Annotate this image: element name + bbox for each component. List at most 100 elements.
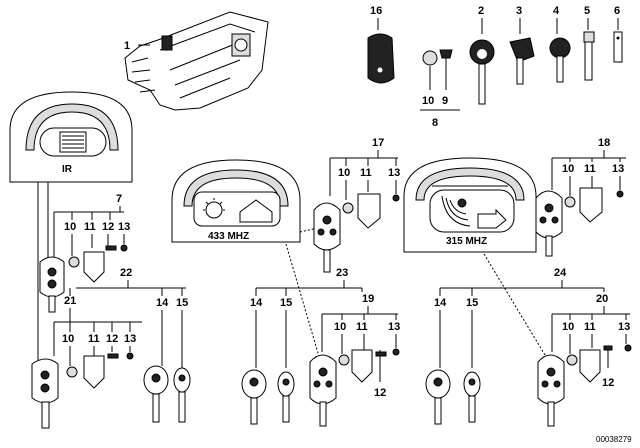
callout-15a: 15 xyxy=(176,297,188,309)
callout-21-11: 11 xyxy=(88,333,100,345)
arrow-icon xyxy=(477,208,507,229)
callout-18-10: 10 xyxy=(562,163,574,175)
cylinder-part-2 xyxy=(66,366,78,378)
mhz433-label: 433 MHZ xyxy=(208,231,249,242)
callout-10-top: 10 xyxy=(422,95,434,107)
key-fob-315-b xyxy=(537,354,565,427)
callout-19: 19 xyxy=(362,293,374,305)
lock-housing-part xyxy=(124,11,269,111)
callout-19-13: 13 xyxy=(388,321,400,333)
battery-holder-part-5 xyxy=(579,187,603,223)
cylinder-part-3 xyxy=(342,202,354,214)
callout-4: 4 xyxy=(553,5,560,17)
callout-14a: 14 xyxy=(156,297,169,309)
remote-433-panel: 433 MHZ xyxy=(171,159,301,243)
callout-21-10: 10 xyxy=(62,333,74,345)
callout-23: 23 xyxy=(336,267,348,279)
screw-part-5 xyxy=(616,190,624,198)
callout-12c: 12 xyxy=(602,377,614,389)
battery-holder-part-3 xyxy=(357,193,381,229)
screw-part-6 xyxy=(624,344,632,352)
callout-7-10: 10 xyxy=(64,221,76,233)
callout-7: 7 xyxy=(116,193,122,205)
callout-20-11: 11 xyxy=(584,321,596,333)
callout-21-13: 13 xyxy=(124,333,136,345)
screw-part-4 xyxy=(392,348,400,356)
ir-key-fob-2 xyxy=(31,358,59,429)
key-part-4 xyxy=(549,37,571,83)
callout-2: 2 xyxy=(478,5,484,17)
callout-5: 5 xyxy=(584,5,590,17)
key-14c xyxy=(425,369,451,425)
callout-17: 17 xyxy=(372,137,384,149)
callout-14b: 14 xyxy=(250,297,263,309)
callout-18-13: 13 xyxy=(612,163,624,175)
callout-8: 8 xyxy=(432,117,438,129)
home-icon xyxy=(239,199,273,223)
cylinder-part-4 xyxy=(338,354,350,366)
key-15b xyxy=(277,371,295,423)
signal-waves-icon xyxy=(441,195,471,227)
cylinder-part xyxy=(68,256,80,268)
callout-1: 1 xyxy=(124,40,130,52)
key-fob-433-b xyxy=(309,354,337,427)
screw-part xyxy=(120,244,128,252)
callout-24: 24 xyxy=(554,267,567,279)
seal-part-6 xyxy=(603,345,613,351)
key-blade-6 xyxy=(613,31,623,63)
battery-holder-part-6 xyxy=(579,349,601,383)
screw-part-3 xyxy=(392,194,400,202)
callout-15b: 15 xyxy=(280,297,292,309)
callout-17-13: 13 xyxy=(388,167,400,179)
screw-part-9 xyxy=(439,49,453,80)
callout-21-12: 12 xyxy=(106,333,118,345)
ir-label: IR xyxy=(62,164,73,175)
callout-17-11: 11 xyxy=(360,167,372,179)
callout-3: 3 xyxy=(516,5,522,17)
key-part-5 xyxy=(583,31,595,81)
seal-part-4 xyxy=(375,351,387,357)
key-fob-315 xyxy=(535,190,563,257)
callout-14c: 14 xyxy=(434,297,447,309)
cylinder-part-6 xyxy=(566,354,578,366)
key-15c xyxy=(463,371,481,423)
callout-20-13: 13 xyxy=(618,321,630,333)
callout-19-11: 11 xyxy=(356,321,368,333)
callout-7-13: 13 xyxy=(118,221,130,233)
screw-part-2 xyxy=(126,352,134,360)
signal-dot-icon xyxy=(457,198,467,208)
cylinder-part-10 xyxy=(422,50,438,66)
ir-window-icon xyxy=(59,131,87,153)
key-14b xyxy=(241,369,267,425)
callout-21: 21 xyxy=(64,295,76,307)
battery-holder-part-4 xyxy=(351,349,373,383)
cylinder-part-5 xyxy=(564,196,576,208)
diagram-id: 00038279 xyxy=(596,435,632,444)
key-part-2 xyxy=(469,39,495,105)
callout-18: 18 xyxy=(598,137,610,149)
mhz315-label: 315 MHZ xyxy=(446,236,487,247)
callout-20-10: 10 xyxy=(562,321,574,333)
callout-22: 22 xyxy=(120,267,132,279)
callout-19-10: 10 xyxy=(334,321,346,333)
key-part-3 xyxy=(509,37,535,85)
callout-6: 6 xyxy=(614,5,620,17)
callout-18-11: 11 xyxy=(584,163,596,175)
callout-9: 9 xyxy=(442,95,448,107)
battery-holder-part-2 xyxy=(83,355,105,389)
sun-icon xyxy=(205,201,223,219)
seal-part-2 xyxy=(107,353,119,359)
callout-15c: 15 xyxy=(466,297,478,309)
callout-7-11: 11 xyxy=(84,221,96,233)
key-15a xyxy=(173,367,191,423)
ir-remote-panel: IR xyxy=(9,91,133,183)
remote-315-panel: 315 MHZ xyxy=(403,157,537,253)
ir-key-fob xyxy=(39,256,65,313)
seal-part xyxy=(105,245,117,251)
callout-12b: 12 xyxy=(374,387,386,399)
callout-20: 20 xyxy=(596,293,608,305)
callout-17-10: 10 xyxy=(338,167,350,179)
callout-7-12: 12 xyxy=(102,221,114,233)
fob-cover-part xyxy=(367,33,395,84)
